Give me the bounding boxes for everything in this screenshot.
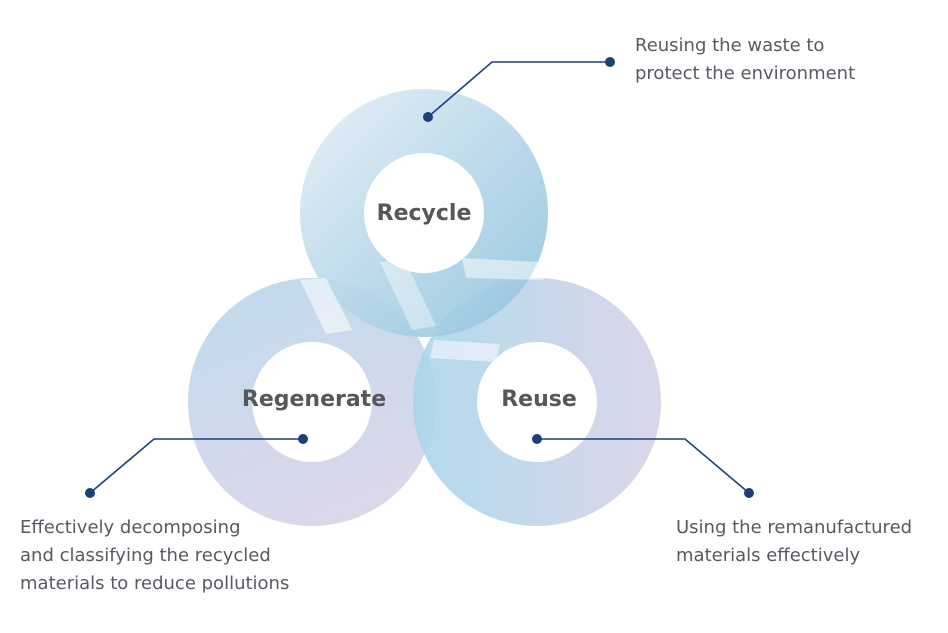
reuse-caption: Using the remanufactured materials effec… (676, 517, 913, 566)
reuse-connector-dot (532, 434, 542, 444)
recycle-connector-dot (423, 112, 433, 122)
regenerate-label: Regenerate (242, 387, 386, 412)
recycle-connector (427, 61, 610, 118)
reuse-ring (412, 277, 662, 526)
regenerate-ring (187, 277, 437, 526)
recycle-caption: Reusing the waste to protect the environ… (635, 35, 856, 84)
regenerate-caption-dot (85, 488, 95, 498)
reuse-connector (537, 438, 750, 494)
recycle-label: Recycle (377, 201, 472, 226)
reuse-label: Reuse (501, 387, 577, 412)
reuse-caption-dot (744, 488, 754, 498)
regenerate-connector (89, 438, 303, 494)
regenerate-connector-dot (298, 434, 308, 444)
recycle-caption-dot (605, 57, 615, 67)
weave-highlights (300, 258, 544, 362)
regenerate-caption: Effectively decomposing and classifying … (20, 517, 290, 594)
